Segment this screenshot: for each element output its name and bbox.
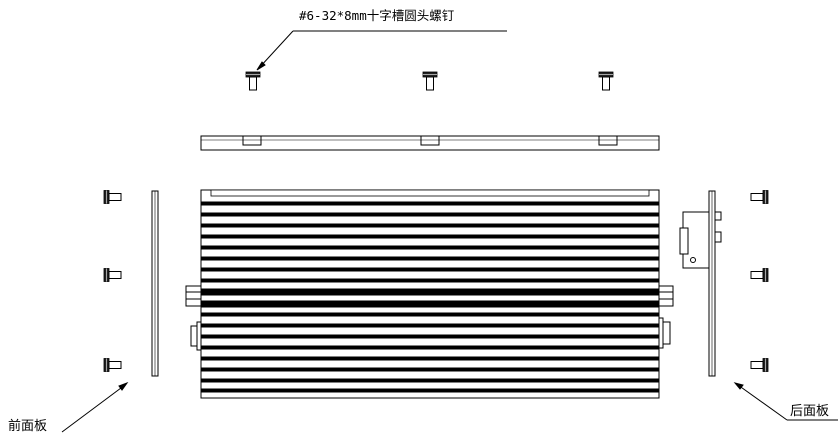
top-screws bbox=[245, 71, 614, 91]
rear-panel-bracket bbox=[679, 211, 722, 269]
front-panel bbox=[151, 190, 159, 377]
rear-screw-2 bbox=[750, 268, 769, 282]
front-screw-1 bbox=[103, 190, 122, 204]
rear-screw-1 bbox=[750, 190, 769, 204]
front-screw-2 bbox=[103, 268, 122, 282]
top-cover-plate bbox=[200, 135, 660, 151]
heatsink-body bbox=[185, 189, 674, 399]
screw-callout-leader bbox=[256, 30, 507, 71]
rear-screw-3 bbox=[750, 358, 769, 372]
front-panel-label: 前面板 bbox=[8, 419, 48, 434]
front-screw-3 bbox=[103, 358, 122, 372]
rear-panel-screws bbox=[750, 190, 769, 372]
top-screw-2 bbox=[422, 71, 438, 91]
rear-panel-label: 后面板 bbox=[790, 404, 830, 419]
top-screw-3 bbox=[598, 71, 614, 91]
front-panel-screws bbox=[103, 190, 122, 372]
rear-panel bbox=[679, 190, 722, 377]
screw-callout-label: #6-32*8mm十字槽圆头螺钉 bbox=[299, 8, 455, 23]
top-screw-1 bbox=[245, 71, 261, 91]
heatsink-fins bbox=[200, 201, 660, 393]
rear-panel-leader bbox=[733, 382, 838, 421]
front-panel-leader bbox=[61, 381, 129, 433]
